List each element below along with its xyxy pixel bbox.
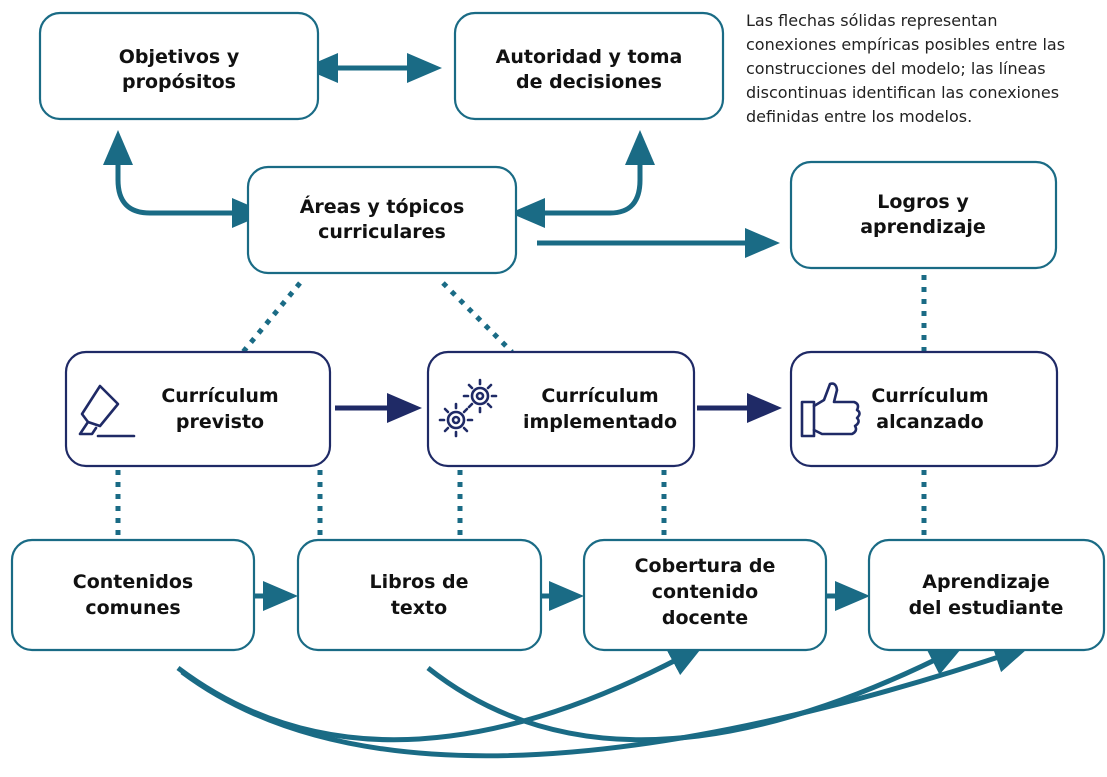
dotted-areas-implementado (441, 281, 514, 354)
node-autoridad-line-1: Autoridad y toma (496, 46, 683, 68)
node-areas-line-2: curriculares (318, 221, 446, 243)
note-line-2: conexiones empíricas posibles entre las (746, 35, 1065, 54)
node-logros-line-2: aprendizaje (860, 216, 986, 238)
node-objetivos-line-2: propósitos (122, 71, 236, 93)
arrow-areas-objetivos (103, 130, 267, 228)
node-contenidos: Contenidos comunes (10, 538, 256, 652)
node-cobertura-line-1: Cobertura de (635, 555, 776, 577)
node-aprendizaje: Aprendizaje del estudiante (867, 538, 1106, 652)
node-alcanzado-line-2: alcanzado (876, 411, 983, 433)
node-previsto-line-1: Currículum (161, 385, 278, 407)
node-logros-line-1: Logros y (877, 191, 969, 213)
curve-libros-aprendizaje (426, 645, 964, 743)
node-autoridad-line-2: de decisiones (516, 71, 662, 93)
highlighter-icon (78, 384, 136, 438)
node-previsto: Currículum previsto (64, 350, 332, 468)
node-libros-line-1: Libros de (369, 571, 468, 593)
node-implementado: Currículum implementado (426, 350, 696, 468)
node-cobertura-line-3: docente (662, 607, 748, 629)
note-line-5: definidas entre los modelos. (746, 107, 972, 126)
node-autoridad: Autoridad y toma de decisiones (453, 11, 725, 121)
node-alcanzado-line-1: Currículum (871, 385, 988, 407)
node-areas: Áreas y tópicos curriculares (246, 165, 518, 275)
gears-icon (438, 378, 498, 438)
curve-contenidos-aprendizaje (180, 643, 1030, 759)
node-implementado-line-1: Currículum (541, 385, 658, 407)
node-previsto-line-2: previsto (176, 411, 264, 433)
node-contenidos-line-2: comunes (85, 597, 180, 619)
node-implementado-line-2: implementado (523, 411, 677, 433)
node-contenidos-line-1: Contenidos (73, 571, 194, 593)
node-libros-line-2: texto (391, 597, 447, 619)
note-line-1: Las flechas sólidas representan (746, 11, 997, 30)
curve-contenidos-cobertura (176, 645, 704, 743)
node-cobertura-line-2: contenido (652, 581, 759, 603)
node-alcanzado: Currículum alcanzado (789, 350, 1059, 468)
note-line-3: construcciones del modelo; las líneas (746, 59, 1046, 78)
node-areas-line-1: Áreas y tópicos (300, 195, 465, 218)
dotted-areas-previsto (241, 281, 302, 354)
solid-arrows (103, 53, 1030, 759)
node-logros: Logros y aprendizaje (789, 160, 1058, 270)
node-aprendizaje-line-1: Aprendizaje (922, 571, 1049, 593)
thumbs-up-icon (800, 382, 861, 438)
node-libros: Libros de texto (296, 538, 543, 652)
node-cobertura: Cobertura de contenido docente (582, 538, 828, 652)
node-objetivos-line-1: Objetivos y (119, 46, 240, 68)
note-line-4: discontinuas identifican las conexiones (746, 83, 1059, 102)
node-objetivos: Objetivos y propósitos (38, 11, 320, 121)
legend-note: Las flechas sólidas representan conexion… (746, 11, 1065, 126)
dotted-connectors (115, 275, 927, 540)
arrow-areas-autoridad (510, 130, 655, 228)
node-aprendizaje-line-2: del estudiante (909, 597, 1064, 619)
